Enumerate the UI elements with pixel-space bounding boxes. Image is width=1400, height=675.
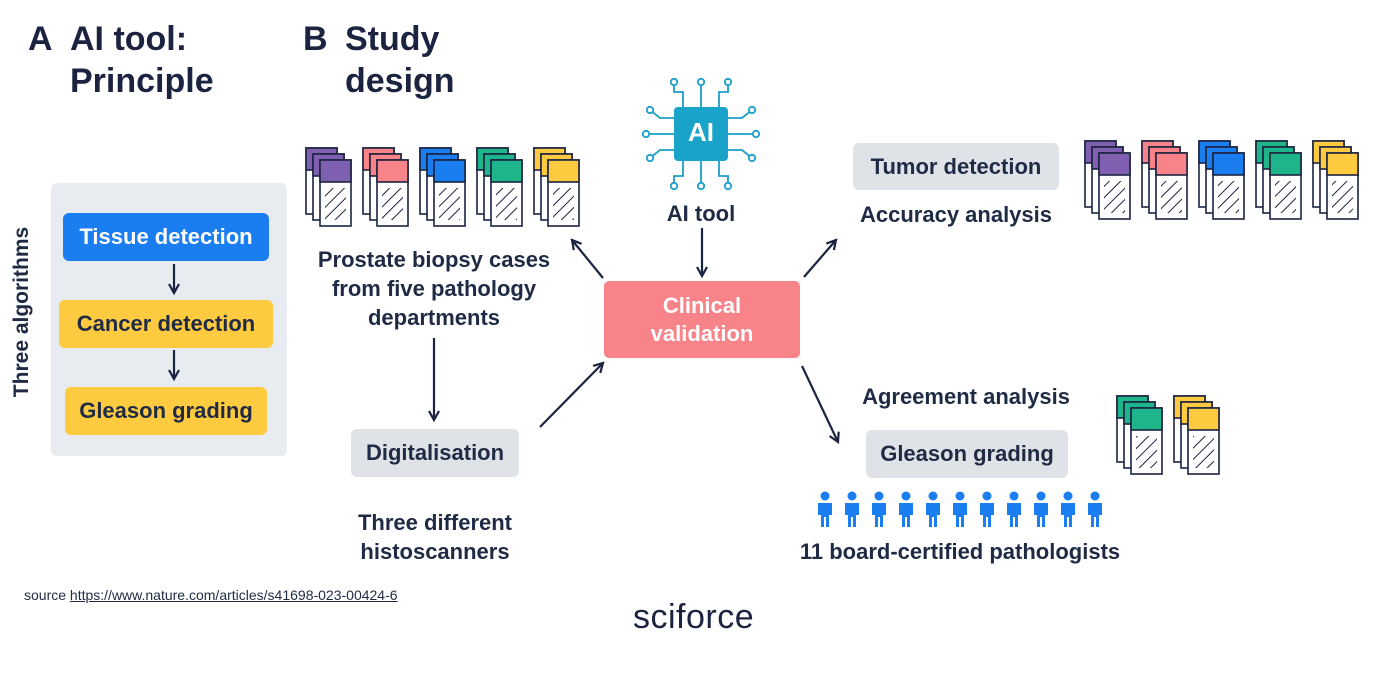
slide-stack-tumor-3 xyxy=(1198,140,1245,220)
slide-stacks-prostate xyxy=(305,147,580,227)
arrow-clinical-to-prostate xyxy=(572,240,604,279)
arrow-digitalisation-to-clinical xyxy=(539,363,603,428)
slide-stack-prostate-4 xyxy=(476,147,523,227)
pathologist-icon xyxy=(1088,491,1102,527)
prostate-cases-label: Prostate biopsy cases from five patholog… xyxy=(300,245,568,332)
pathologist-icon xyxy=(926,491,940,527)
panel-b-title: Study design xyxy=(345,18,455,102)
pathologist-icon xyxy=(899,491,913,527)
slide-stack-prostate-1 xyxy=(305,147,352,227)
slide-stacks-tumor xyxy=(1084,140,1359,220)
ai-tool-label: AI tool xyxy=(666,201,736,226)
ai-chip-icon xyxy=(641,77,761,191)
tissue-detection-step: Tissue detection xyxy=(63,213,269,261)
prostate-line-3: departments xyxy=(367,305,501,330)
panel-b-title-line2: design xyxy=(345,62,455,100)
pathologist-icon xyxy=(980,491,994,527)
agreement-analysis-label: Agreement analysis xyxy=(862,384,1070,409)
arrow-clinical-to-gleason xyxy=(801,365,838,442)
arrow-clinical-to-tumor xyxy=(803,240,836,278)
slide-stack-prostate-2 xyxy=(362,147,409,227)
accuracy-analysis-label: Accuracy analysis xyxy=(859,202,1053,227)
slide-stack-prostate-3 xyxy=(419,147,466,227)
clinical-validation-box: Clinical validation xyxy=(604,281,800,358)
panel-a-title-line1: AI tool: xyxy=(70,20,188,58)
panel-a-title: AI tool: Principle xyxy=(70,18,214,102)
digitalisation-box: Digitalisation xyxy=(351,429,519,477)
slide-stack-prostate-5 xyxy=(533,147,580,227)
pathologist-icon xyxy=(1007,491,1021,527)
gleason-grading-step: Gleason grading xyxy=(65,387,267,435)
tumor-detection-box: Tumor detection xyxy=(853,143,1059,190)
flow-arrows xyxy=(174,228,838,442)
ai-chip-label: AI xyxy=(688,117,714,147)
pathologist-icon xyxy=(1061,491,1075,527)
gleason-grading-box: Gleason grading xyxy=(866,430,1068,478)
histoscanners-label: Three different histoscanners xyxy=(330,508,540,566)
panel-a-title-line2: Principle xyxy=(70,62,214,100)
sciforce-logo: sciforce xyxy=(633,598,755,636)
pathologist-icon xyxy=(953,491,967,527)
slide-stack-tumor-2 xyxy=(1141,140,1188,220)
slide-stack-gleason-2 xyxy=(1173,395,1220,475)
source-link[interactable]: https://www.nature.com/articles/s41698-0… xyxy=(69,587,398,603)
pathologist-icon xyxy=(1034,491,1048,527)
panel-b-letter: B xyxy=(303,20,328,58)
prostate-line-1: Prostate biopsy cases xyxy=(317,247,551,272)
pathologist-icon xyxy=(872,491,886,527)
source-prefix: source xyxy=(24,587,67,603)
pathologist-icons xyxy=(818,491,1102,527)
panel-a-letter: A xyxy=(28,20,53,58)
histo-line-1: Three different xyxy=(357,510,513,535)
prostate-line-2: from five pathology xyxy=(331,276,537,301)
clinical-line-1: Clinical xyxy=(662,292,742,318)
cancer-detection-step: Cancer detection xyxy=(59,300,273,348)
pathologist-icon xyxy=(818,491,832,527)
slide-stack-tumor-4 xyxy=(1255,140,1302,220)
histo-line-2: histoscanners xyxy=(360,539,510,564)
source-citation: source https://www.nature.com/articles/s… xyxy=(24,587,398,603)
slide-stack-gleason-1 xyxy=(1116,395,1163,475)
slide-stack-tumor-5 xyxy=(1312,140,1359,220)
pathologists-label: 11 board-certified pathologists xyxy=(799,539,1121,564)
panel-b-title-line1: Study xyxy=(345,20,440,58)
slide-stack-tumor-1 xyxy=(1084,140,1131,220)
pathologist-icon xyxy=(845,491,859,527)
clinical-line-2: validation xyxy=(650,320,754,346)
slide-stacks-gleason xyxy=(1116,395,1220,475)
